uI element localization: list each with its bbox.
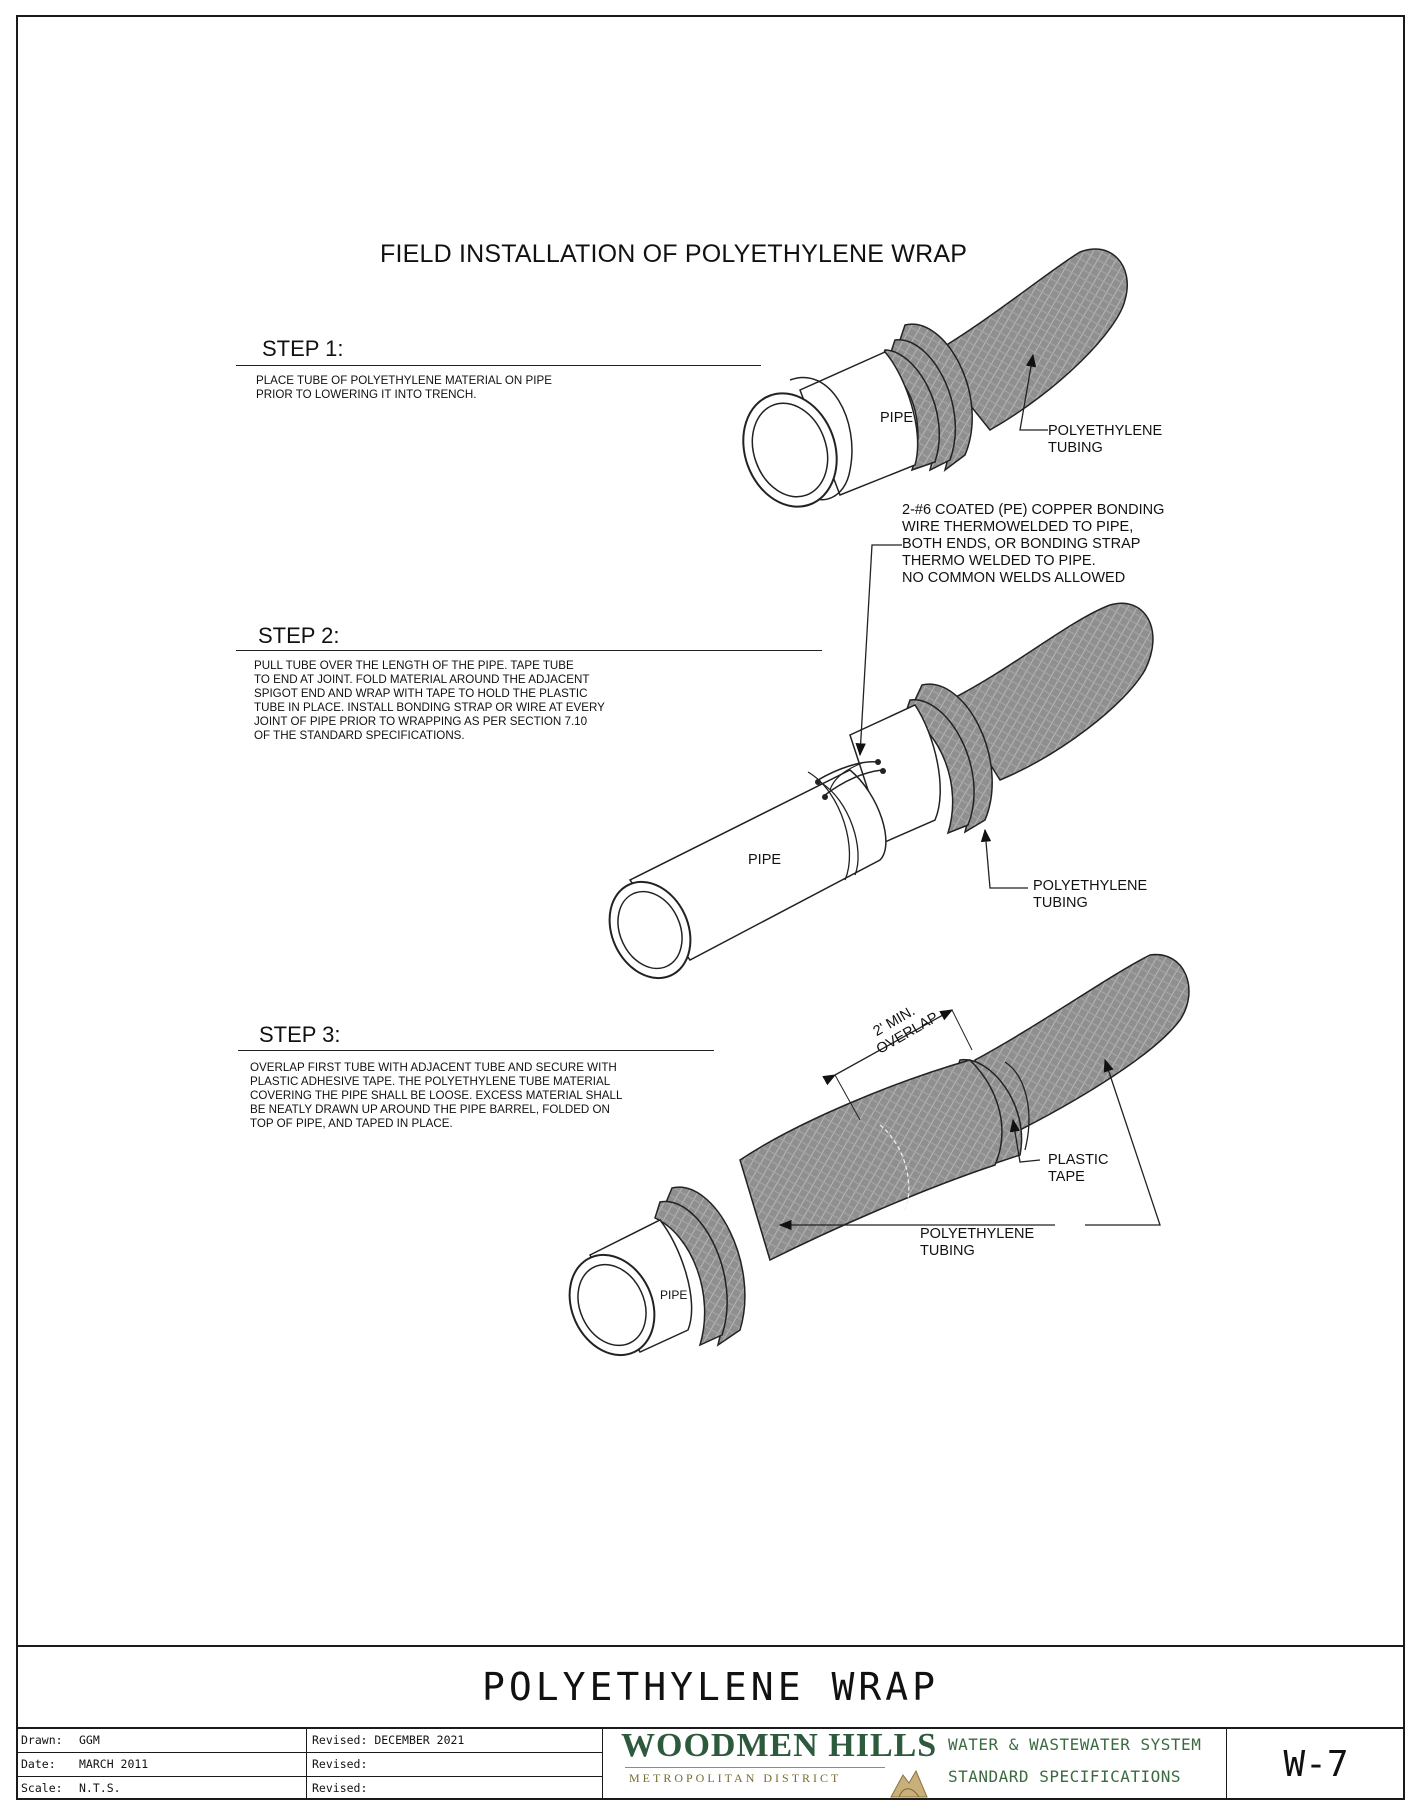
title-block: POLYETHYLENE WRAP Drawn:GGM Date:MARCH 2… [16,1647,1405,1800]
sheet-number-cell: W-7 [1227,1729,1405,1800]
step-2-drawing [608,544,1154,980]
revision-cell: Revised: DECEMBER 2021 Revised: Revised: [307,1729,603,1800]
sheet-number: W-7 [1283,1744,1349,1785]
system-line-2: STANDARD SPECIFICATIONS [948,1767,1182,1786]
system-line-1: WATER & WASTEWATER SYSTEM [948,1735,1202,1754]
step-3-drawing [568,953,1190,1357]
step-1-text: PLACE TUBE OF POLYETHYLENE MATERIAL ON P… [256,374,552,401]
org-logo-name: WOODMEN HILLS [621,1727,938,1764]
revision-line-1: Revised: DECEMBER 2021 [307,1729,602,1753]
step-3-text: OVERLAP FIRST TUBE WITH ADJACENT TUBE AN… [250,1061,623,1130]
drawn-line: Drawn:GGM [16,1729,306,1753]
drawing-frame [16,15,1405,1800]
title-block-row: Drawn:GGM Date:MARCH 2011 Scale:N.T.S. R… [16,1727,1405,1800]
pipe-label-2: PIPE [748,852,782,868]
title-block-top-rule [16,1645,1405,1647]
scale-line: Scale:N.T.S. [21,1781,121,1795]
step-2-text: PULL TUBE OVER THE LENGTH OF THE PIPE. T… [254,659,605,742]
pipe-illustrations [568,248,1190,1357]
drawing-title: POLYETHYLENE WRAP [482,1665,939,1709]
date-line: Date:MARCH 2011 [16,1753,306,1777]
step-2-rule [236,650,822,651]
revision-line-2: Revised: [307,1753,602,1777]
org-logo-subtitle: METROPOLITAN DISTRICT [629,1771,842,1785]
drawing-heading: FIELD INSTALLATION OF POLYETHYLENE WRAP [380,240,968,268]
step-3-rule [238,1050,714,1051]
revision-line-3: Revised: [312,1781,368,1795]
logo-rule [625,1767,885,1768]
pipe-label-1: PIPE [880,410,914,426]
pipe-label-3: PIPE [660,1288,688,1302]
mountain-logo-icon [890,1769,928,1798]
step-1-rule [236,365,761,366]
step-3-heading: STEP 3: [259,1022,341,1047]
step-1-heading: STEP 1: [262,336,344,361]
drawing-info-cell: Drawn:GGM Date:MARCH 2011 Scale:N.T.S. [16,1729,307,1800]
organization-cell: WOODMEN HILLS METROPOLITAN DISTRICT WATE… [603,1727,1227,1800]
step-2-heading: STEP 2: [258,623,340,648]
step-1-drawing [742,248,1128,508]
